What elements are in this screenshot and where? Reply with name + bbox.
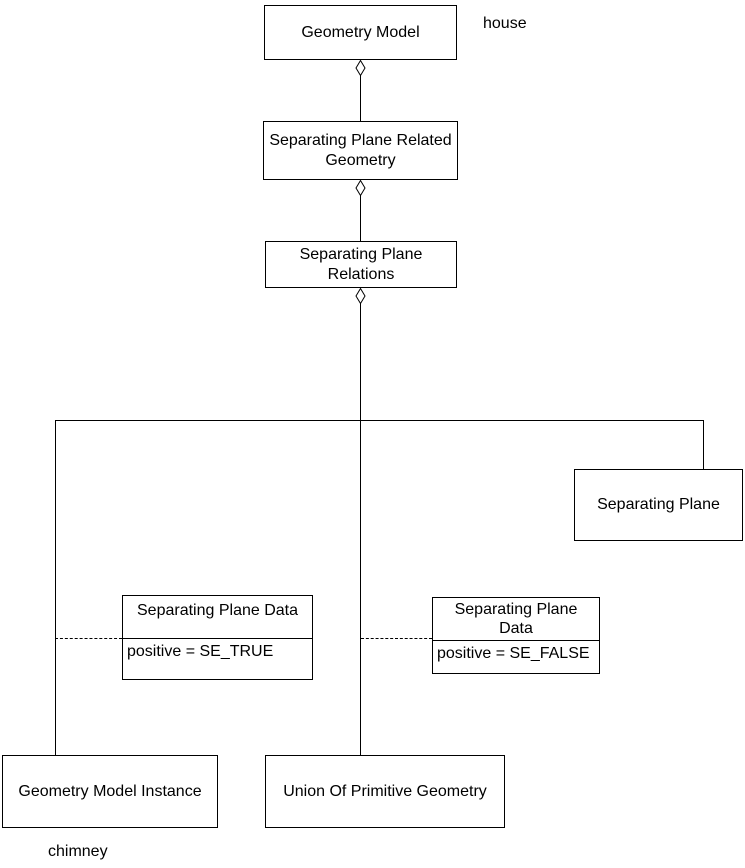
node-separating-plane-label: Separating Plane (597, 496, 720, 513)
node-separating-plane-data-false-title: Separating Plane Data (433, 598, 599, 641)
connector-dashed-left-data (55, 638, 122, 639)
node-separating-plane-relations: Separating Plane Relations (265, 241, 457, 288)
connector-relations-trunk-vertical (360, 303, 361, 755)
annotation-chimney: chimney (48, 843, 108, 860)
aggregation-diamond-icon (355, 180, 366, 196)
node-separating-plane-relations-label: Separating Plane Relations (299, 245, 423, 283)
node-union-of-primitive-geometry: Union Of Primitive Geometry (265, 755, 505, 828)
connector-right-branch-vertical (703, 420, 704, 469)
node-separating-plane-data-true-title: Separating Plane Data (123, 596, 312, 639)
node-separating-plane-data-true-attribute: positive = SE_TRUE (127, 643, 274, 660)
connector-geometry-model-to-related-geometry (360, 75, 361, 121)
node-geometry-model-instance: Geometry Model Instance (2, 755, 218, 828)
connector-branch-horizontal (55, 420, 704, 421)
connector-dashed-right-data (361, 638, 432, 639)
node-geometry-model: Geometry Model (264, 5, 457, 60)
aggregation-diamond-icon (355, 60, 366, 76)
node-separating-plane-data-true: Separating Plane Data positive = SE_TRUE (122, 595, 313, 680)
node-geometry-model-label: Geometry Model (301, 23, 420, 41)
node-separating-plane-data-false-attribute: positive = SE_FALSE (437, 645, 590, 662)
connector-related-geometry-to-relations (360, 195, 361, 241)
annotation-house: house (483, 15, 527, 32)
node-separating-plane-related-geometry: Separating Plane Related Geometry (263, 121, 458, 180)
node-geometry-model-instance-label: Geometry Model Instance (18, 782, 202, 800)
node-separating-plane-related-geometry-label: Separating Plane Related Geometry (269, 131, 452, 169)
aggregation-diamond-icon (355, 288, 366, 304)
node-union-of-primitive-geometry-label: Union Of Primitive Geometry (283, 782, 487, 800)
connector-left-branch-vertical (55, 420, 56, 755)
node-separating-plane: Separating Plane (574, 469, 743, 541)
node-separating-plane-data-false: Separating Plane Data positive = SE_FALS… (432, 597, 600, 674)
